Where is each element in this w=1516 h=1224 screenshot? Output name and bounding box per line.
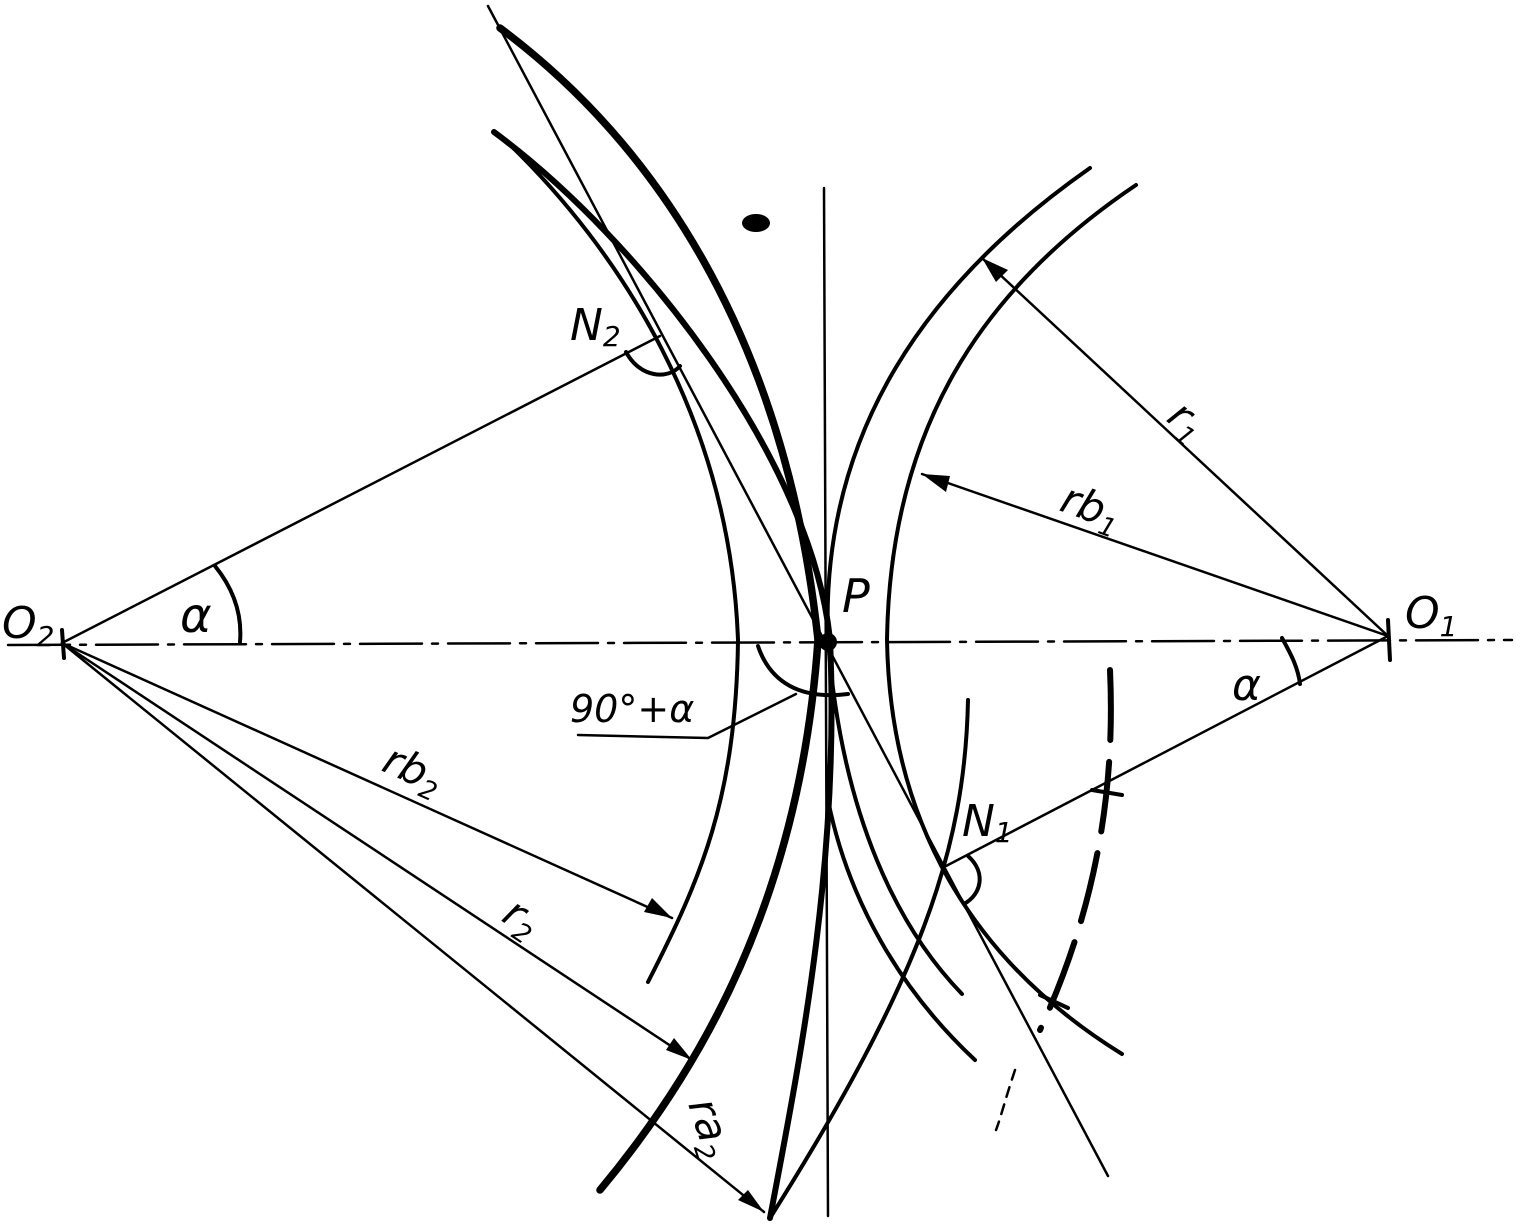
r2-line <box>60 641 694 1062</box>
r2-arrow <box>666 1038 692 1060</box>
alpha-arc-o2 <box>213 564 243 644</box>
label-alpha-right: α <box>1232 660 1261 711</box>
label-alpha-left: α <box>180 588 212 644</box>
rb2-arrow <box>644 898 672 918</box>
pitch-tangent-line <box>822 186 830 1218</box>
label-o2: O2 <box>2 598 54 653</box>
pitch-point-dot <box>819 633 837 651</box>
label-90-alpha: 90°+α <box>570 687 694 731</box>
center-line <box>6 638 1514 647</box>
gear1-tick-upper <box>1090 788 1124 797</box>
label-p: P <box>842 569 870 623</box>
gear2-lower-arc <box>768 698 970 1220</box>
r1-line <box>980 256 1390 638</box>
o1-mark <box>1386 618 1392 662</box>
alpha-arc-o1 <box>1280 636 1302 686</box>
line-of-action <box>486 4 1110 1178</box>
gear1-dashed-arc <box>1037 667 1114 1033</box>
o2-mark <box>60 628 66 660</box>
label-n2: N2 <box>570 300 621 353</box>
right-angle-arc-n2 <box>624 350 682 377</box>
o1-n1-line <box>944 634 1390 868</box>
label-n1: N1 <box>962 796 1013 849</box>
label-rb2: rb2 <box>374 734 451 808</box>
ra2-arrow <box>738 1190 764 1212</box>
label-r1: r1 <box>1155 390 1216 453</box>
gear1-tick-lower <box>1038 993 1070 1010</box>
gear2-addendum-circle <box>496 24 822 1194</box>
gear1-base-circle <box>885 183 1138 1056</box>
ra2-line <box>60 641 766 1214</box>
gear2-profile-lower <box>994 1068 1017 1132</box>
ink-blot <box>742 214 770 232</box>
rb1-line <box>920 472 1390 638</box>
label-rb1: rb1 <box>1053 473 1128 544</box>
gear2-pitch-circle <box>491 129 835 1221</box>
r1-arrow <box>982 258 1008 282</box>
label-ra2: ra2 <box>674 1092 744 1165</box>
label-r2: r2 <box>492 887 550 951</box>
gear1-addendum-circle <box>826 798 977 1062</box>
gear2-base-circle <box>503 138 740 984</box>
angle-90-alpha-arc <box>756 644 850 698</box>
label-o1: O1 <box>1405 588 1457 643</box>
gear1-pitch-circle <box>825 166 1092 996</box>
angle-90-alpha-leader <box>576 692 798 740</box>
rb2-line <box>60 641 674 920</box>
o2-n2-line <box>60 334 662 645</box>
rb1-arrow <box>922 474 950 492</box>
right-angle-arc-n1 <box>962 854 982 906</box>
